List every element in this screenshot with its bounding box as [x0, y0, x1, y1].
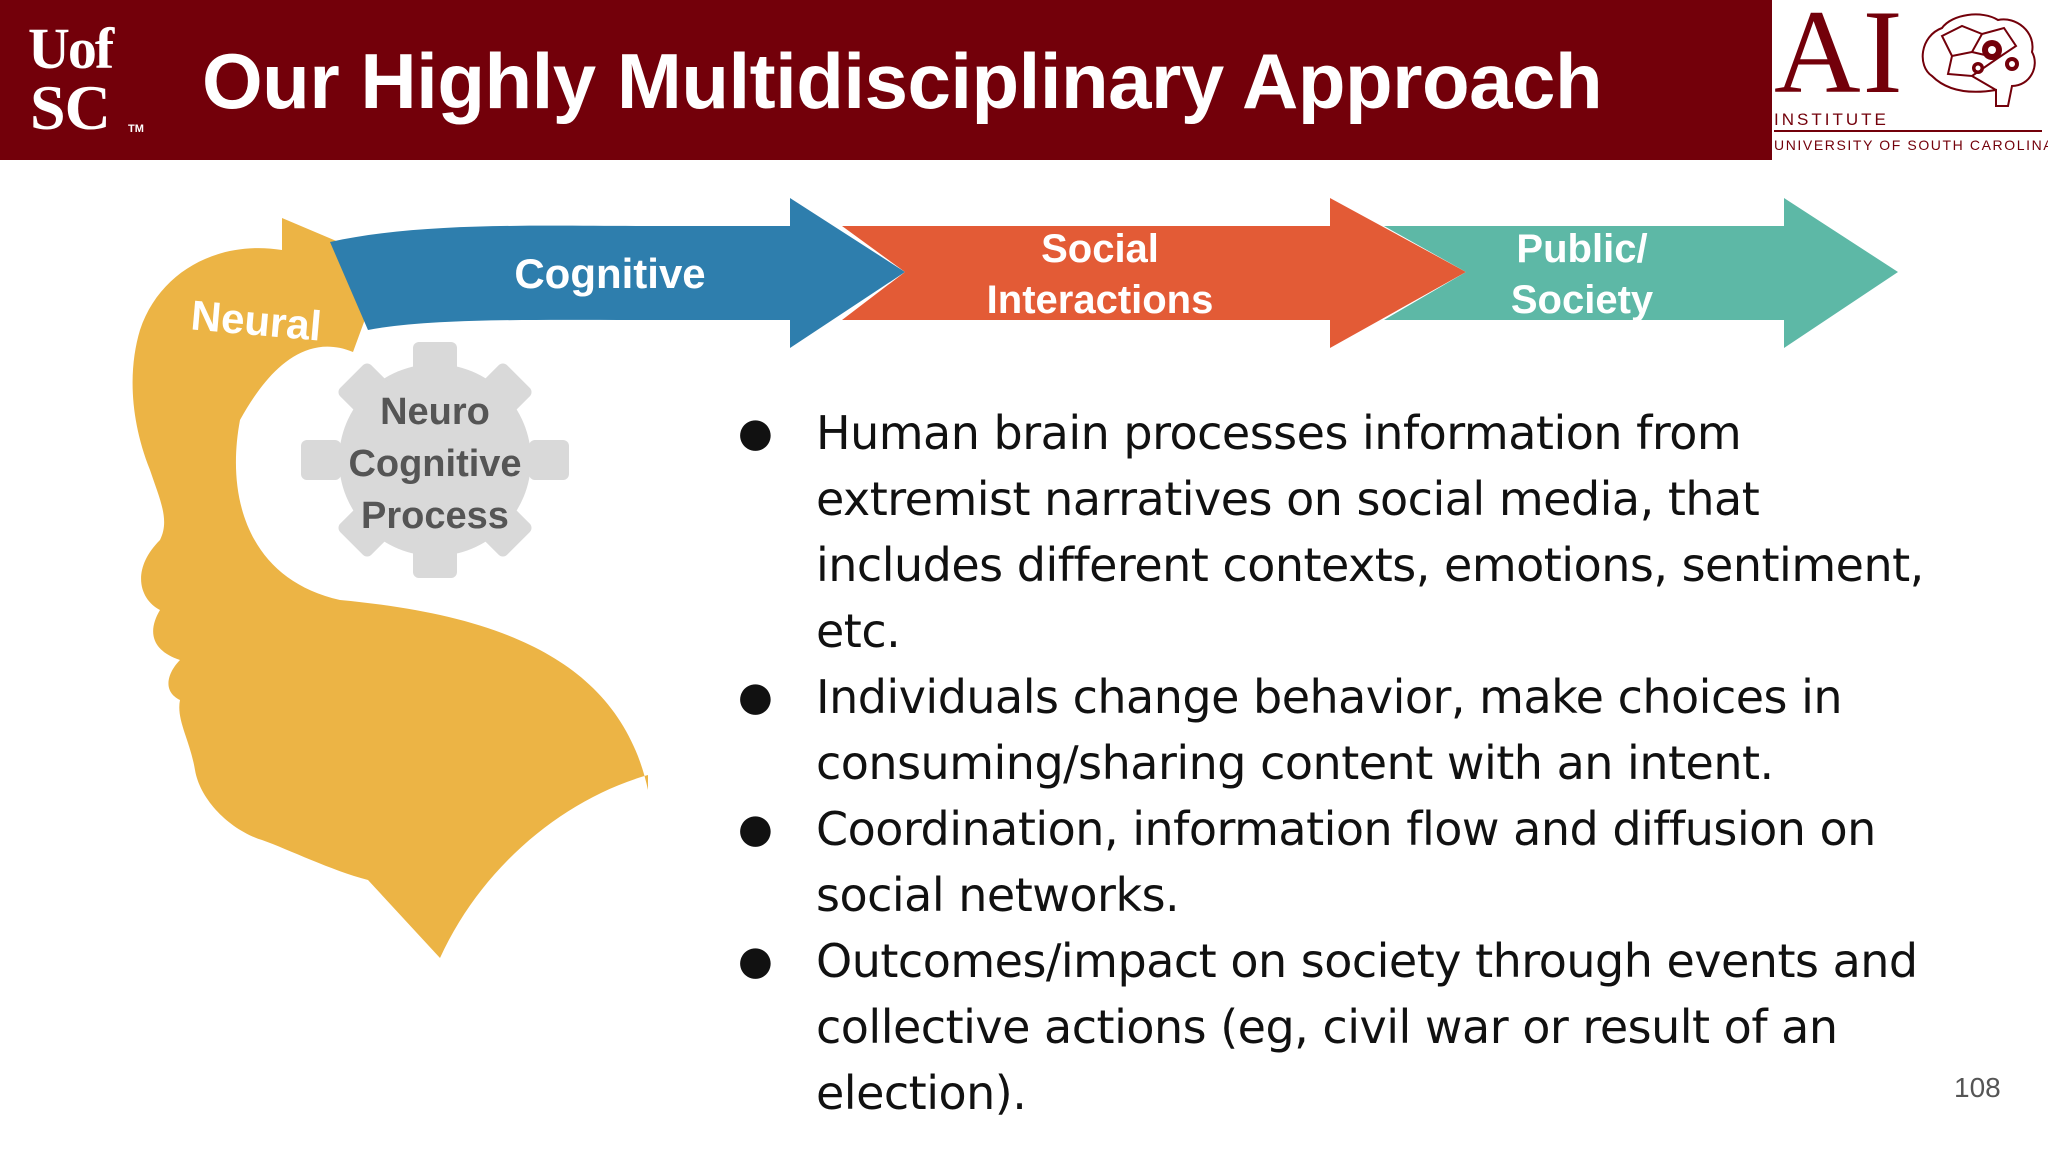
gear-icon — [301, 342, 569, 578]
usc-logo: Uof SC TM — [22, 16, 152, 144]
bullet-item: ● Individuals change behavior, make choi… — [730, 664, 1950, 796]
head-silhouette — [132, 218, 648, 958]
ai-institute-logo: AI INSTITUTE UNIVERSITY OF SOUTH CAROLIN… — [1772, 0, 2048, 160]
gear-label-line1: Neuro — [380, 391, 490, 433]
social-interactions-arrow — [842, 198, 1466, 348]
cognitive-label: Cognitive — [514, 250, 705, 297]
bullet-item: ● Outcomes/impact on society through eve… — [730, 928, 1950, 1126]
ai-logo-letters: AI — [1774, 0, 1905, 118]
bullet-dot: ● — [738, 806, 773, 852]
public-label-line1: Public/ — [1516, 227, 1647, 271]
gear-label-line2: Cognitive — [348, 443, 521, 485]
social-label-line1: Social — [1041, 227, 1159, 271]
ai-logo-institute: INSTITUTE — [1774, 110, 1889, 129]
social-label-line2: Interactions — [987, 278, 1214, 322]
cognitive-arrow — [330, 198, 905, 348]
ai-logo-rule — [1774, 130, 2042, 132]
public-label-line2: Society — [1511, 278, 1654, 322]
bullet-text: Individuals change behavior, make choice… — [816, 670, 1843, 790]
usc-logo-line2: SC — [30, 72, 111, 143]
public-society-arrow — [1384, 198, 1898, 348]
neural-label: Neural — [189, 291, 323, 349]
bullet-dot: ● — [738, 410, 773, 456]
bullet-text: Outcomes/impact on society through event… — [816, 934, 1918, 1120]
bullet-item: ● Coordination, information flow and dif… — [730, 796, 1950, 928]
bullet-dot: ● — [738, 938, 773, 984]
header-bar: Uof SC TM Our Highly Multidisciplinary A… — [0, 0, 1772, 160]
bullet-text: Human brain processes information from e… — [816, 406, 1924, 658]
bullet-list: ● Human brain processes information from… — [730, 400, 1950, 1126]
usc-logo-line1: Uof — [28, 16, 114, 81]
bullet-dot: ● — [738, 674, 773, 720]
bullet-item: ● Human brain processes information from… — [730, 400, 1950, 664]
neuro-cognitive-diagram: Neural Cognitive Social Interactions Pub… — [132, 198, 1898, 958]
bullet-text: Coordination, information flow and diffu… — [816, 802, 1876, 922]
gear-label-line3: Process — [361, 495, 509, 537]
ai-logo-university: UNIVERSITY OF SOUTH CAROLINA — [1774, 137, 2048, 153]
usc-logo-tm: TM — [128, 123, 144, 135]
slide-title: Our Highly Multidisciplinary Approach — [202, 37, 1603, 125]
brain-gears-icon — [1921, 13, 2036, 107]
page-number: 108 — [1954, 1072, 2001, 1103]
